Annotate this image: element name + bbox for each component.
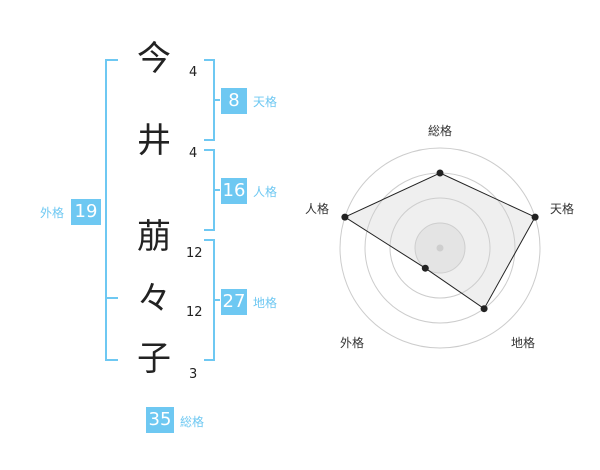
gaikaku-bracket (105, 59, 118, 361)
radar-axis-label-chikaku: 地格 (511, 336, 536, 350)
radar-point-4 (421, 264, 429, 272)
chikaku-badge: 27 (221, 289, 247, 315)
tenkaku-label: 天格 (253, 95, 278, 109)
radar-center-dot (436, 244, 444, 252)
name-char-4: 々 (137, 279, 171, 319)
jinkaku-badge: 16 (221, 178, 247, 204)
radar-polygon (343, 172, 536, 310)
radar-point-1 (436, 169, 444, 177)
radar-point-5 (341, 213, 349, 221)
soukaku-badge: 35 (146, 407, 174, 433)
stroke-count-4: 12 (186, 305, 203, 320)
radar-point-3 (480, 305, 488, 313)
chikaku-label: 地格 (253, 296, 278, 310)
radar-axis-label-tenkaku: 天格 (550, 202, 575, 216)
radar-axis-label-jinkaku: 人格 (305, 202, 330, 216)
radar-axis-label-gaikaku: 外格 (340, 336, 365, 350)
tenkaku-badge: 8 (221, 88, 247, 114)
gaikaku-badge: 19 (71, 199, 101, 225)
stroke-count-3: 12 (186, 246, 203, 261)
soukaku-label: 総格 (180, 415, 205, 429)
stroke-count-2: 4 (189, 146, 198, 161)
stroke-count-1: 4 (189, 65, 198, 80)
gaikaku-label: 外格 (40, 206, 65, 220)
name-char-2: 井 (137, 121, 171, 161)
name-char-5: 子 (137, 339, 171, 379)
name-char-1: 今 (137, 39, 171, 79)
stroke-count-5: 3 (189, 367, 198, 382)
name-char-3: 萠 (137, 217, 171, 257)
radar-point-2 (531, 213, 539, 221)
jinkaku-label: 人格 (253, 185, 278, 199)
radar-axis-label-soukaku: 総格 (428, 124, 453, 138)
